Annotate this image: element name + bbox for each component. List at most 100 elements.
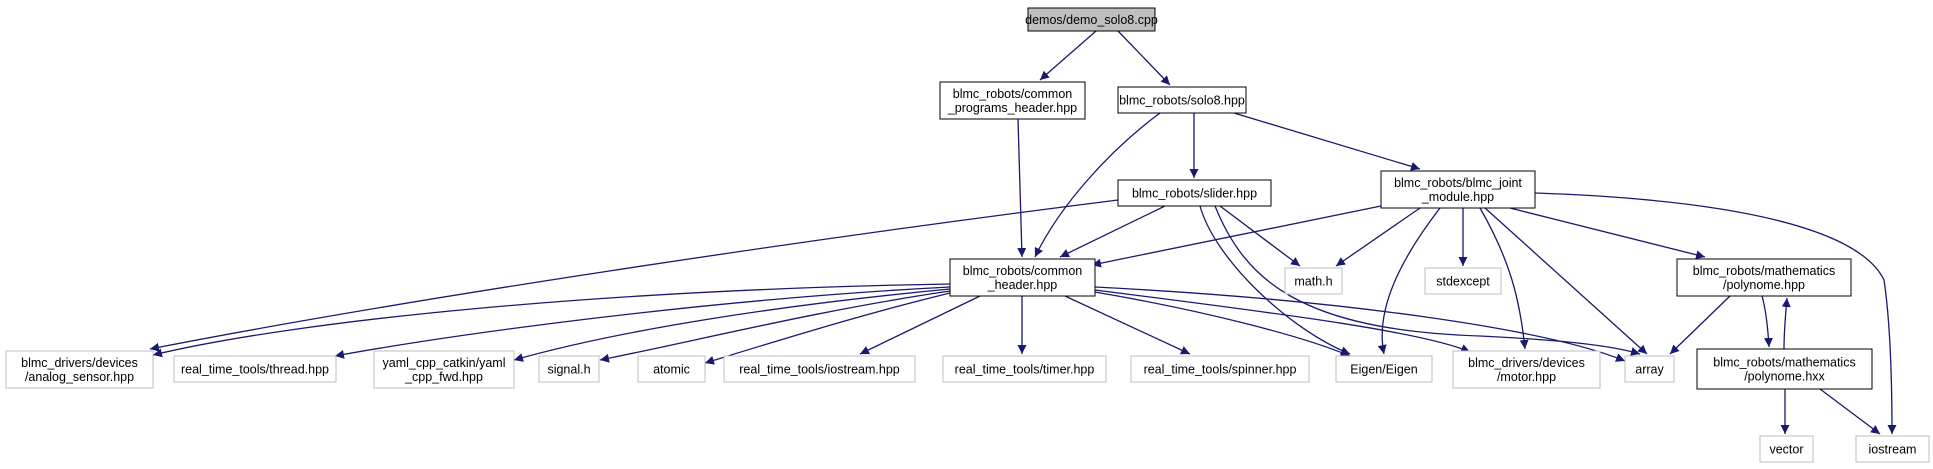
node-box[interactable] — [1624, 355, 1675, 383]
node-box[interactable] — [538, 355, 600, 383]
node-box[interactable] — [5, 350, 154, 389]
node-polynome-hpp[interactable]: blmc_robots/mathematics/polynome.hpp — [1676, 258, 1852, 297]
edge-polynome-hxx-to-iostream — [1819, 388, 1881, 435]
node-box[interactable] — [1676, 258, 1852, 297]
edge-common-header-to-eigen — [1094, 291, 1351, 357]
node-box[interactable] — [1284, 267, 1343, 295]
node-label: yaml_cpp_catkin/yaml — [383, 356, 506, 370]
node-box[interactable] — [1117, 86, 1247, 114]
node-label: array — [1635, 363, 1664, 377]
node-box[interactable] — [1855, 435, 1930, 463]
edge-common-header-to-array — [1094, 286, 1626, 362]
edge-demo-to-common-programs — [1039, 30, 1097, 81]
node-timer[interactable]: real_time_tools/timer.hpp — [942, 355, 1107, 383]
node-spinner[interactable]: real_time_tools/spinner.hpp — [1130, 355, 1310, 383]
node-iostream[interactable]: iostream — [1855, 435, 1930, 463]
node-label: demos/demo_solo8.cpp — [1025, 13, 1158, 27]
node-box[interactable] — [1117, 179, 1272, 207]
edge-common-programs-to-common-header — [1017, 118, 1027, 258]
node-box[interactable] — [939, 81, 1086, 120]
node-label: real_time_tools/iostream.hpp — [739, 363, 900, 377]
node-label: real_time_tools/spinner.hpp — [1144, 363, 1297, 377]
node-label: iostream — [1869, 443, 1917, 457]
edge-joint-module-to-iostream — [1534, 192, 1897, 435]
node-label: math.h — [1294, 275, 1332, 289]
node-label: stdexcept — [1436, 275, 1490, 289]
node-rt-iostream[interactable]: real_time_tools/iostream.hpp — [723, 355, 916, 383]
node-analog-sensor[interactable]: blmc_drivers/devices/analog_sensor.hpp — [5, 350, 154, 389]
edge-joint-module-to-polynome-hpp — [1509, 207, 1706, 260]
node-label: Eigen/Eigen — [1350, 363, 1417, 377]
node-label: blmc_robots/slider.hpp — [1132, 187, 1257, 201]
edge-common-header-to-rt-iostream — [859, 295, 981, 355]
node-box[interactable] — [1335, 355, 1433, 383]
node-box[interactable] — [1696, 348, 1873, 390]
edge-slider-to-array — [1214, 205, 1641, 356]
node-signal[interactable]: signal.h — [538, 355, 600, 383]
node-label: /analog_sensor.hpp — [25, 370, 134, 384]
node-box[interactable] — [942, 355, 1107, 383]
node-label: _header.hpp — [987, 278, 1058, 292]
node-math[interactable]: math.h — [1284, 267, 1343, 295]
node-layer: demos/demo_solo8.cppblmc_robots/common_p… — [5, 7, 1930, 463]
edge-slider-to-math — [1219, 205, 1301, 267]
node-label: real_time_tools/timer.hpp — [955, 363, 1095, 377]
node-array[interactable]: array — [1624, 355, 1675, 383]
node-label: blmc_robots/mathematics — [1693, 264, 1835, 278]
node-stdexcept[interactable]: stdexcept — [1424, 267, 1502, 295]
node-box[interactable] — [173, 355, 337, 383]
edge-slider-to-eigen — [1199, 205, 1351, 355]
node-label: _module.hpp — [1421, 190, 1494, 204]
node-label: signal.h — [547, 363, 590, 377]
node-common-header[interactable]: blmc_robots/common_header.hpp — [949, 258, 1096, 297]
node-label: blmc_robots/blmc_joint — [1394, 176, 1522, 190]
edge-joint-module-to-array — [1484, 207, 1648, 355]
node-box[interactable] — [949, 258, 1096, 297]
node-box[interactable] — [1759, 435, 1814, 463]
edge-common-header-to-atomic — [704, 292, 951, 365]
edge-demo-to-solo8 — [1117, 30, 1171, 86]
node-eigen[interactable]: Eigen/Eigen — [1335, 355, 1433, 383]
node-solo8[interactable]: blmc_robots/solo8.hpp — [1117, 86, 1247, 114]
edge-slider-to-analog-sensor — [149, 199, 1119, 352]
edge-common-header-to-analog-sensor — [152, 283, 951, 358]
node-box[interactable] — [1380, 170, 1536, 209]
node-box[interactable] — [373, 350, 515, 389]
edge-common-header-to-yaml — [513, 288, 951, 362]
node-box[interactable] — [1130, 355, 1310, 383]
node-label: _programs_header.hpp — [947, 101, 1077, 115]
edge-solo8-to-common-header — [1034, 112, 1161, 258]
node-label: blmc_robots/common — [963, 264, 1083, 278]
node-box[interactable] — [637, 355, 706, 383]
edge-polynome-hxx-to-polynome-hpp — [1781, 297, 1791, 350]
node-yaml[interactable]: yaml_cpp_catkin/yaml_cpp_fwd.hpp — [373, 350, 515, 389]
node-vector[interactable]: vector — [1759, 435, 1814, 463]
node-atomic[interactable]: atomic — [637, 355, 706, 383]
edge-joint-module-to-eigen — [1377, 207, 1441, 355]
node-label: /motor.hpp — [1497, 370, 1556, 384]
edge-layer — [149, 30, 1897, 435]
node-thread[interactable]: real_time_tools/thread.hpp — [173, 355, 337, 383]
edge-joint-module-to-common-header — [1091, 205, 1382, 268]
node-label: real_time_tools/thread.hpp — [181, 363, 329, 377]
node-box[interactable] — [1027, 7, 1156, 32]
edge-common-header-to-spinner — [1064, 295, 1191, 355]
node-slider[interactable]: blmc_robots/slider.hpp — [1117, 179, 1272, 207]
node-box[interactable] — [1424, 267, 1502, 295]
node-label: _cpp_fwd.hpp — [404, 370, 483, 384]
edge-common-header-to-motor — [1094, 289, 1471, 353]
node-common-programs[interactable]: blmc_robots/common_programs_header.hpp — [939, 81, 1086, 120]
node-motor[interactable]: blmc_drivers/devices/motor.hpp — [1452, 350, 1601, 389]
node-box[interactable] — [723, 355, 916, 383]
node-label: atomic — [653, 363, 690, 377]
edge-solo8-to-joint-module — [1233, 112, 1421, 171]
node-joint-module[interactable]: blmc_robots/blmc_joint_module.hpp — [1380, 170, 1536, 209]
edge-slider-to-common-header — [1059, 205, 1166, 258]
edge-polynome-hpp-to-array — [1669, 295, 1731, 355]
edge-joint-module-to-motor — [1479, 207, 1529, 350]
node-polynome-hxx[interactable]: blmc_robots/mathematics/polynome.hxx — [1696, 348, 1873, 390]
node-demo[interactable]: demos/demo_solo8.cpp — [1025, 7, 1158, 32]
edge-common-header-to-signal — [599, 290, 951, 363]
node-box[interactable] — [1452, 350, 1601, 389]
